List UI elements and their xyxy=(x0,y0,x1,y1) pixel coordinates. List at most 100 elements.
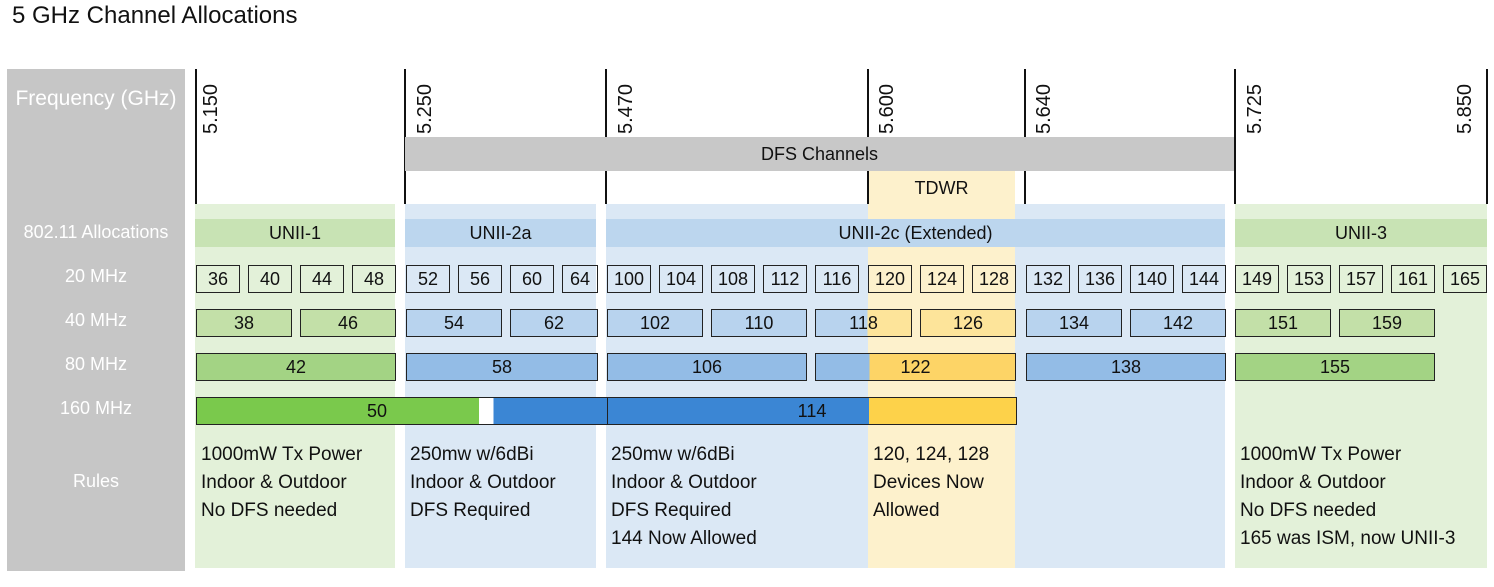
region-unii2c-a xyxy=(606,204,868,568)
rules-unii2a: 250mw w/6dBi Indoor & Outdoor DFS Requir… xyxy=(410,441,556,525)
channel-20-140: 140 xyxy=(1130,265,1174,293)
freq-line xyxy=(1024,171,1026,204)
rule-line: No DFS needed xyxy=(201,500,338,521)
channel-20-48: 48 xyxy=(352,265,396,293)
channel-20-100: 100 xyxy=(607,265,651,293)
rule-line: 250mw w/6dBi xyxy=(410,444,534,465)
channel-20-144: 144 xyxy=(1182,265,1226,293)
region-unii2a xyxy=(405,204,596,568)
rule-line: Devices Now xyxy=(873,472,984,493)
channel-20-157: 157 xyxy=(1339,265,1383,293)
region-unii1 xyxy=(195,204,395,568)
freq-line xyxy=(1234,171,1236,204)
channel-20-40: 40 xyxy=(248,265,292,293)
rule-line: 144 Now Allowed xyxy=(611,528,757,549)
channel-40-142: 142 xyxy=(1130,309,1226,337)
channel-80-122: 122 xyxy=(815,353,1016,381)
rule-line: Indoor & Outdoor xyxy=(201,472,347,493)
channel-40-126: 126 xyxy=(920,309,1016,337)
channel-20-120: 120 xyxy=(868,265,912,293)
freq-line xyxy=(195,171,197,204)
row-label-frequency: Frequency (GHz) xyxy=(15,87,177,110)
freq-line xyxy=(605,69,607,204)
channel-20-153: 153 xyxy=(1287,265,1331,293)
freq-label: 5.470 xyxy=(615,83,637,134)
rules-unii2c: 250mw w/6dBi Indoor & Outdoor DFS Requir… xyxy=(611,441,757,553)
channel-80-42: 42 xyxy=(196,353,396,381)
row-label-20mhz: 20 MHz xyxy=(64,266,127,286)
channel-160-114: 114 xyxy=(607,397,1017,425)
channel-20-52: 52 xyxy=(406,265,450,293)
rule-line: DFS Required xyxy=(410,500,531,521)
region-unii2c-b xyxy=(1015,204,1225,568)
row-label-160mhz: 160 MHz xyxy=(59,398,133,418)
freq-line xyxy=(1486,69,1488,204)
freq-label: 5.250 xyxy=(414,83,436,134)
freq-line xyxy=(404,69,406,204)
freq-line xyxy=(605,171,607,204)
channel-40-102: 102 xyxy=(607,309,703,337)
rules-unii3: 1000mW Tx Power Indoor & Outdoor No DFS … xyxy=(1240,441,1455,553)
row-label-allocations: 802.11 Allocations xyxy=(23,222,169,242)
channel-40-110: 110 xyxy=(711,309,807,337)
channel-80-138: 138 xyxy=(1026,353,1226,381)
channel-40-159: 159 xyxy=(1339,309,1435,337)
rule-line: DFS Required xyxy=(611,500,732,521)
channel-20-161: 161 xyxy=(1391,265,1435,293)
channel-20-116: 116 xyxy=(815,265,859,293)
freq-line xyxy=(1234,69,1236,204)
freq-label: 5.640 xyxy=(1033,83,1055,134)
band-unii3: UNII-3 xyxy=(1235,219,1487,247)
channel-20-124: 124 xyxy=(920,265,964,293)
channel-20-165: 165 xyxy=(1443,265,1487,293)
channel-80-58: 58 xyxy=(406,353,598,381)
channel-40-118: 118 xyxy=(815,309,912,337)
freq-line xyxy=(195,69,197,204)
dfs-channels-bar: DFS Channels xyxy=(405,137,1234,171)
band-unii2a: UNII-2a xyxy=(405,219,596,247)
channel-20-64: 64 xyxy=(562,265,598,293)
row-label-column: Frequency (GHz) 802.11 Allocations 20 MH… xyxy=(7,69,185,571)
row-label-80mhz: 80 MHz xyxy=(64,354,127,374)
channel-40-46: 46 xyxy=(300,309,396,337)
channel-20-136: 136 xyxy=(1078,265,1122,293)
channel-20-132: 132 xyxy=(1026,265,1070,293)
channel-20-56: 56 xyxy=(458,265,502,293)
rule-line: Indoor & Outdoor xyxy=(1240,472,1386,493)
rule-line: Indoor & Outdoor xyxy=(410,472,556,493)
freq-label: 5.725 xyxy=(1244,83,1266,134)
channel-20-128: 128 xyxy=(972,265,1016,293)
page-title: 5 GHz Channel Allocations xyxy=(12,2,298,29)
channel-20-36: 36 xyxy=(196,265,240,293)
freq-label: 5.150 xyxy=(200,83,222,134)
rule-line: Allowed xyxy=(873,500,940,521)
channel-40-54: 54 xyxy=(406,309,502,337)
band-unii1: UNII-1 xyxy=(195,219,395,247)
region-unii3 xyxy=(1235,204,1487,568)
rule-line: 165 was ISM, now UNII-3 xyxy=(1240,528,1456,549)
channel-40-62: 62 xyxy=(510,309,598,337)
rule-line: 120, 124, 128 xyxy=(873,444,990,465)
rule-line: No DFS needed xyxy=(1240,500,1377,521)
channel-40-151: 151 xyxy=(1235,309,1331,337)
channel-20-60: 60 xyxy=(510,265,554,293)
channel-80-106: 106 xyxy=(607,353,807,381)
channel-20-104: 104 xyxy=(659,265,703,293)
rules-tdwr: 120, 124, 128 Devices Now Allowed xyxy=(873,441,989,525)
rule-line: Indoor & Outdoor xyxy=(611,472,757,493)
channel-20-108: 108 xyxy=(711,265,755,293)
channel-20-44: 44 xyxy=(300,265,344,293)
channel-80-155: 155 xyxy=(1235,353,1435,381)
freq-line xyxy=(1024,69,1026,204)
channel-40-38: 38 xyxy=(196,309,292,337)
channel-20-112: 112 xyxy=(763,265,807,293)
channel-40-134: 134 xyxy=(1026,309,1122,337)
freq-label: 5.600 xyxy=(876,83,898,134)
tdwr-label: TDWR xyxy=(914,177,969,198)
rules-unii1: 1000mW Tx Power Indoor & Outdoor No DFS … xyxy=(201,441,362,525)
rule-line: 1000mW Tx Power xyxy=(1240,444,1402,465)
freq-line xyxy=(404,171,406,204)
row-label-rules: Rules xyxy=(72,471,120,491)
rule-line: 1000mW Tx Power xyxy=(201,444,363,465)
channel-20-149: 149 xyxy=(1235,265,1279,293)
